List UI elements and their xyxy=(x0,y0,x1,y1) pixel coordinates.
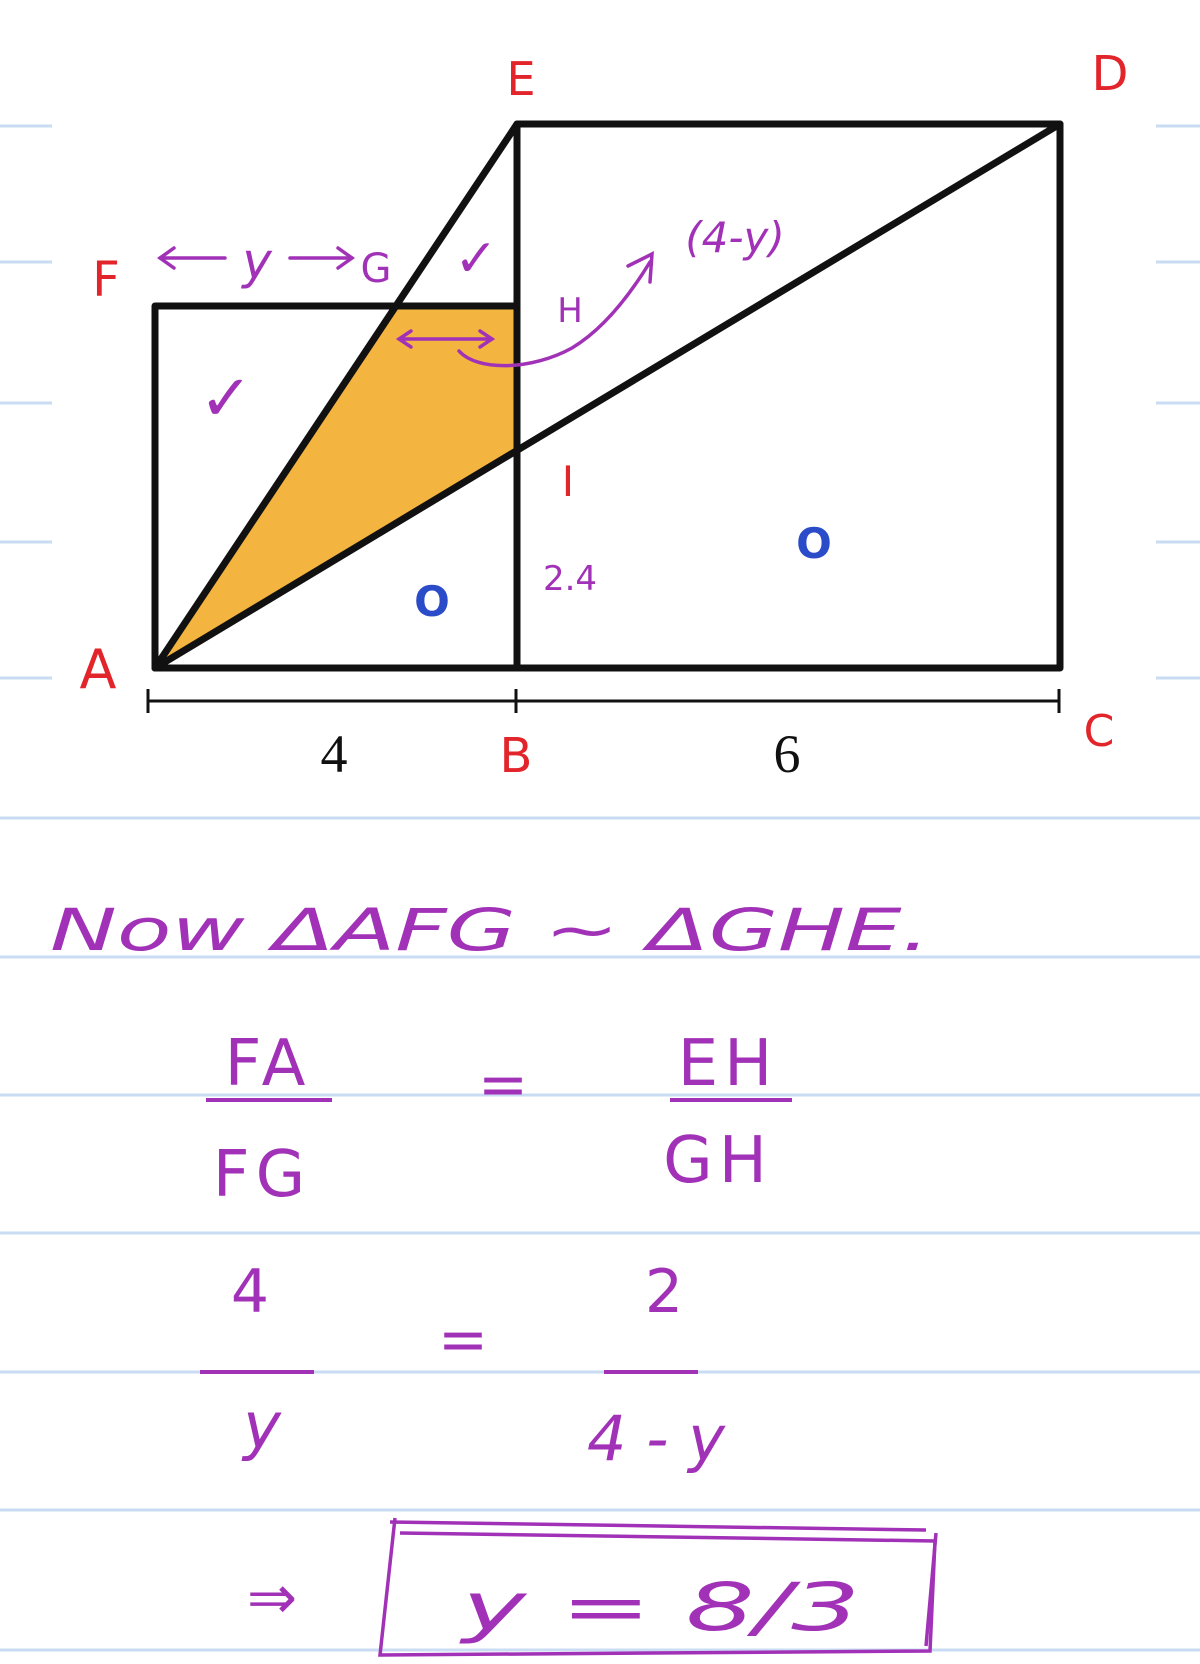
bi-length-label: 2.4 xyxy=(543,559,597,599)
point-label-d: D xyxy=(1092,46,1129,102)
segment-ad xyxy=(151,120,1064,672)
point-label-b: B xyxy=(500,728,533,784)
similarity-statement: Now ΔAFG ~ ΔGHE. xyxy=(50,896,930,964)
ruled-lines xyxy=(0,124,1200,1652)
dimension-left: 4 xyxy=(321,724,348,784)
eq1-rhs-denominator: GH xyxy=(663,1124,773,1198)
ratio-equation: FA FG = EH GH xyxy=(206,1027,792,1212)
segment-ae xyxy=(151,120,521,672)
figure-outline xyxy=(151,120,1064,672)
eq1-lhs-numerator: FA xyxy=(225,1027,312,1101)
eq1-lhs-denominator: FG xyxy=(213,1138,311,1212)
dimension-right: 6 xyxy=(774,724,801,784)
point-label-h: H xyxy=(557,291,583,331)
dimension-line xyxy=(146,689,1061,713)
eq1-rhs-numerator: EH xyxy=(678,1027,779,1101)
value-equation: 4 y = 2 4 - y xyxy=(200,1257,726,1475)
point-label-f: F xyxy=(92,252,120,308)
check-mark-upper: ✓ xyxy=(454,229,498,289)
fg-length-label: y xyxy=(240,232,273,290)
eq2-lhs-denominator: y xyxy=(241,1390,282,1464)
left-square xyxy=(151,302,521,672)
answer-box xyxy=(378,1517,938,1657)
check-mark-lower: ✓ xyxy=(199,362,253,436)
eq2-lhs-numerator: 4 xyxy=(231,1257,269,1327)
right-square xyxy=(513,120,1064,672)
circle-mark-right: O xyxy=(796,519,832,568)
fg-arrow xyxy=(156,246,356,270)
point-label-e: E xyxy=(506,52,535,106)
eq1-equals: = xyxy=(478,1050,528,1120)
answer-value: y = 8/3 xyxy=(459,1569,860,1646)
gh-arrow xyxy=(395,251,654,368)
circle-mark-left: O xyxy=(414,577,450,626)
eq2-rhs-denominator: 4 - y xyxy=(587,1402,726,1475)
point-label-c: C xyxy=(1084,706,1115,757)
gh-length-label: (4-y) xyxy=(685,213,785,262)
eq2-rhs-numerator: 2 xyxy=(645,1257,683,1327)
point-label-a: A xyxy=(80,638,117,701)
implies-arrow: ⇒ xyxy=(247,1563,297,1633)
eq2-equals: = xyxy=(438,1305,488,1375)
point-label-i: I xyxy=(562,457,574,506)
shaded-region xyxy=(155,306,517,668)
point-label-g: G xyxy=(361,246,392,292)
